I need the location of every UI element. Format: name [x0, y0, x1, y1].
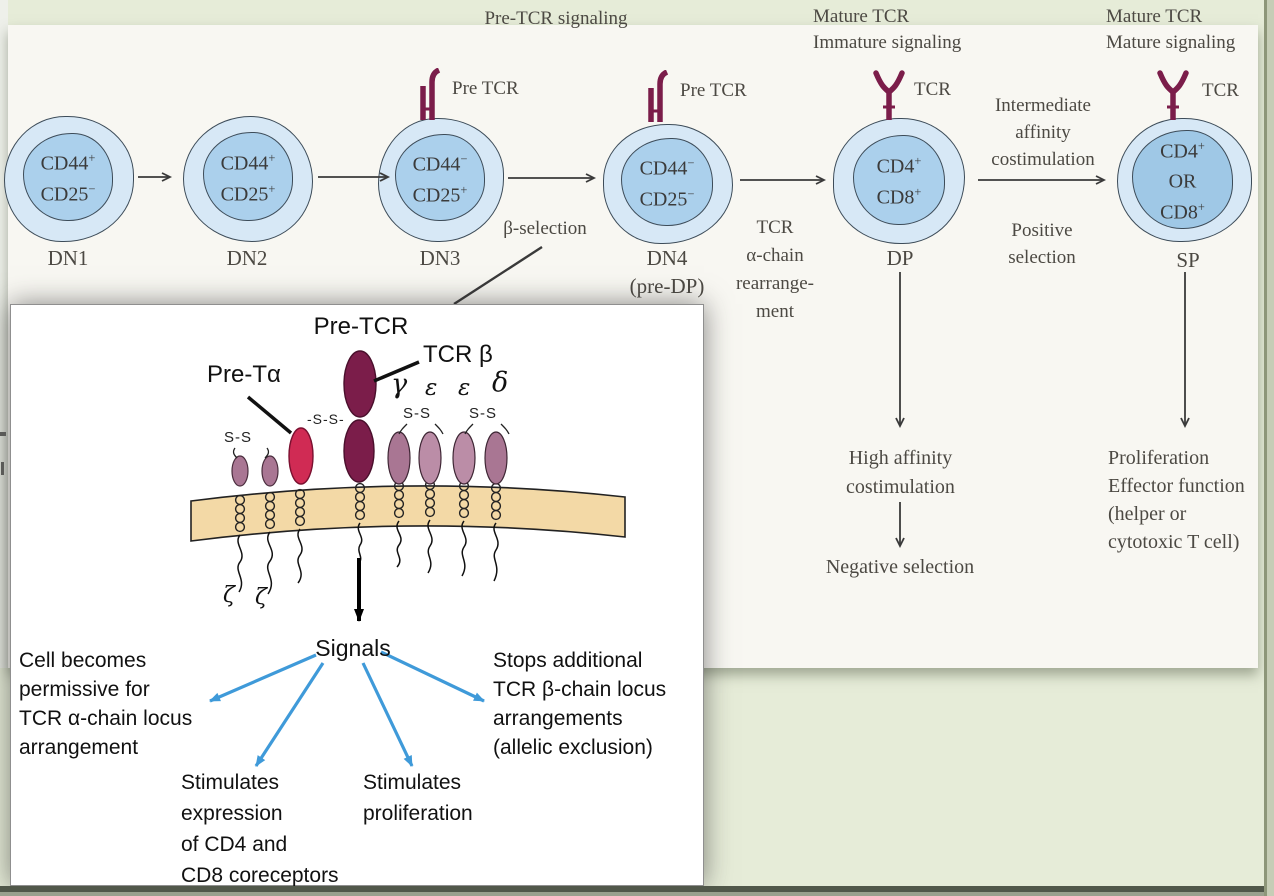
disulfide-bond-label: -S-S-: [307, 411, 345, 427]
stage-label-dn4: DN4: [646, 246, 688, 270]
page-right-border: [1264, 0, 1267, 896]
label-delta-chain: δ: [492, 367, 509, 398]
cell-nucleus: CD44− CD25+: [395, 134, 485, 221]
label-tcr-beta: TCR β: [423, 341, 493, 368]
label-high-affinity-costimulation: High affinity costimulation: [846, 447, 955, 498]
cell-markers: CD44− CD25+: [412, 151, 468, 207]
disulfide-bond-label: S-S: [403, 405, 432, 422]
page-left-margin: [0, 0, 8, 668]
page-right-edge: [1267, 0, 1274, 896]
header-line: Mature signaling: [1106, 32, 1236, 53]
cd3-chain: [261, 455, 279, 487]
cd3-epsilon-chain: [418, 431, 442, 485]
page-bottom-edge: [0, 892, 1274, 896]
page-bottom-border: [0, 886, 1274, 892]
label-beta-selection: β-selection: [503, 218, 587, 239]
label-tcr-alpha-rearrangement: TCR α-chain rearrange- ment: [735, 217, 815, 322]
pre-t-alpha-chain: [288, 427, 314, 485]
cell-nucleus: CD4+ OR CD8+: [1132, 130, 1233, 229]
stage-label-dp: DP: [886, 246, 914, 270]
transmembrane-coils: [234, 479, 502, 533]
stage-label-dn3: DN3: [419, 246, 461, 270]
cd3-gamma-chain: [387, 431, 411, 485]
stage-sublabel-dn4: (pre-DP): [629, 274, 705, 298]
pre-tcr-receptor-icon: [648, 70, 669, 122]
header-mature-tcr-mature: Mature TCR Mature signaling: [1106, 4, 1274, 56]
cell-nucleus: CD44+ CD25−: [23, 133, 113, 221]
label-sp-outcome: Proliferation Effector function (helper …: [1108, 447, 1245, 553]
clipped-text-fragment: [1, 462, 4, 475]
inset-title: Pre-TCR: [313, 313, 409, 340]
header-line: Immature signaling: [813, 32, 962, 53]
pre-t-alpha-pointer: [246, 395, 293, 435]
header-line: Mature TCR: [813, 6, 910, 27]
signal-arrows: [209, 650, 485, 767]
outcome-cd-expression: Stimulates expression of CD4 and CD8 cor…: [181, 771, 339, 887]
cell-nucleus: CD44+ CD25+: [203, 132, 293, 221]
label-epsilon-chain: ε: [425, 375, 438, 401]
receptor-label-sp: TCR: [1202, 80, 1239, 101]
label-positive-selection: Positive selection: [1008, 220, 1076, 268]
cell-markers: CD44+ CD25−: [40, 151, 96, 206]
cd3-delta-chain: [484, 431, 508, 485]
stage-label-dn2: DN2: [226, 246, 268, 270]
label-pre-t-alpha: Pre-Tα: [207, 361, 281, 388]
stage-label-sp: SP: [1176, 248, 1200, 272]
signals-label: Signals: [315, 635, 391, 661]
cell-markers: CD4+ CD8+: [876, 154, 922, 209]
cell-nucleus: CD4+ CD8+: [853, 135, 945, 225]
cd3-epsilon-chain: [452, 431, 476, 485]
label-zeta-chain: ζ: [255, 585, 267, 610]
inset-graphics-layer: [190, 350, 626, 767]
plasma-membrane: [190, 485, 626, 542]
outcome-proliferation: Stimulates proliferation: [363, 771, 473, 825]
receptor-label-dn3: Pre TCR: [452, 78, 519, 99]
cell-dn3: CD44− CD25+: [378, 118, 504, 242]
label-gamma-chain: γ: [391, 369, 408, 400]
disulfide-connectors: [232, 423, 510, 459]
tcr-receptor-icon: [873, 70, 905, 120]
cell-dp: CD4+ CD8+: [833, 118, 965, 244]
cell-markers: CD44− CD25−: [639, 156, 695, 211]
disulfide-bond-label: S-S: [469, 405, 498, 422]
cell-markers: CD4+ OR CD8+: [1160, 138, 1205, 224]
label-zeta-chain: ζ: [223, 583, 235, 608]
tcr-beta-ectodomain: [343, 350, 377, 418]
receptor-label-dp: TCR: [914, 79, 951, 100]
header-mature-tcr-immature: Mature TCR Immature signaling: [813, 4, 1013, 56]
label-intermediate-costimulation: Intermediate affinity costimulation: [991, 95, 1095, 170]
outcome-permissive: Cell becomes permissive for TCR α-chain …: [19, 649, 193, 759]
cell-dn1: CD44+ CD25−: [4, 116, 134, 242]
cell-nucleus: CD44− CD25−: [621, 138, 713, 226]
cell-dn2: CD44+ CD25+: [183, 116, 313, 242]
pre-tcr-receptor-icon: [420, 68, 441, 120]
cytoplasmic-tails: [237, 519, 499, 595]
pre-tcr-inset-panel: Pre-TCR Pre-Tα TCR β γ ε ε δ -S-S- S-S S…: [10, 304, 704, 887]
receptor-label-dn4: Pre TCR: [680, 80, 747, 101]
outcome-allelic-exclusion: Stops additional TCR β-chain locus arran…: [493, 649, 667, 759]
clipped-arrow-fragment: [0, 432, 6, 436]
label-negative-selection: Negative selection: [825, 556, 975, 578]
tcr-beta-membrane-domain: [343, 419, 375, 483]
disulfide-bond-label: S-S: [224, 429, 253, 446]
stage-label-dn1: DN1: [47, 246, 89, 270]
header-line: Mature TCR: [1106, 6, 1203, 27]
cell-dn4: CD44− CD25−: [603, 124, 733, 244]
cell-sp: CD4+ OR CD8+: [1117, 118, 1252, 242]
label-epsilon-chain: ε: [458, 375, 471, 401]
cd3-chain: [231, 455, 249, 487]
header-pre-tcr-signaling: Pre-TCR signaling: [484, 8, 628, 29]
cell-markers: CD44+ CD25+: [220, 150, 276, 206]
tcr-receptor-icon: [1157, 70, 1189, 120]
